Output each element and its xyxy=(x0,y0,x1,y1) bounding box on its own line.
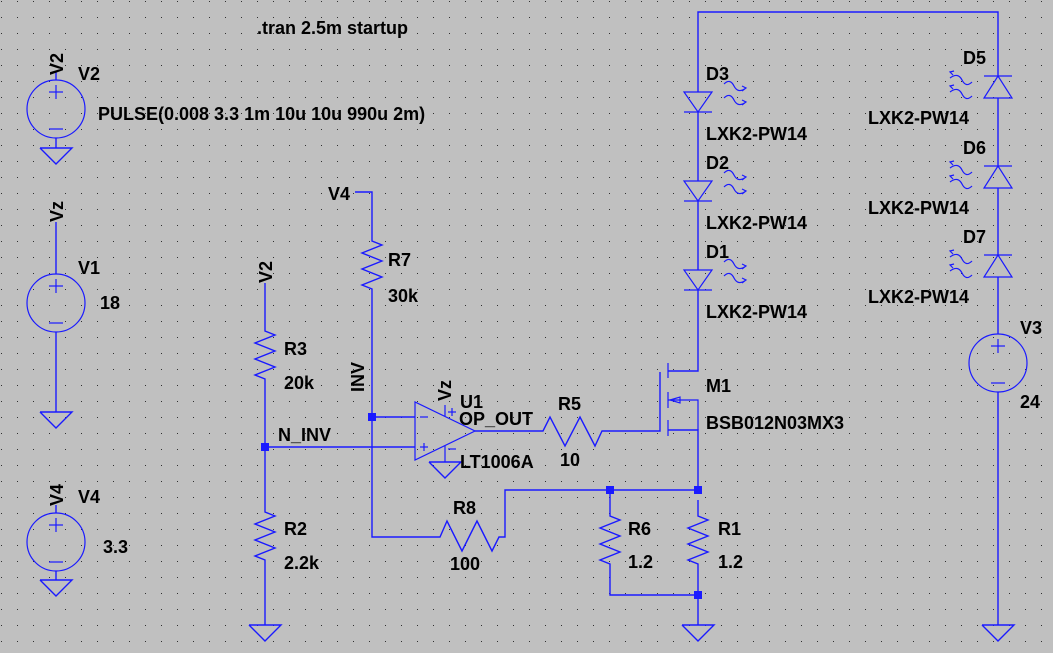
net-label-v4-r7: V4 xyxy=(328,184,350,204)
divider-wires xyxy=(248,283,415,642)
d1-name: D1 xyxy=(706,242,729,262)
v3-name: V3 xyxy=(1020,318,1042,338)
d2-model[interactable]: LXK2-PW14 xyxy=(706,213,807,233)
tran-directive[interactable]: .tran 2.5m startup xyxy=(257,18,408,38)
r2-name: R2 xyxy=(284,519,307,539)
d6-name: D6 xyxy=(963,138,986,158)
led-string xyxy=(683,11,1013,334)
net-label-vz: Vz xyxy=(47,201,67,222)
v2-value[interactable]: PULSE(0.008 3.3 1m 10u 10u 990u 2m) xyxy=(98,104,425,124)
v3-value[interactable]: 24 xyxy=(1020,392,1040,412)
v1-value[interactable]: 18 xyxy=(100,293,120,313)
d3-name: D3 xyxy=(706,64,729,84)
voltage-source-v1[interactable] xyxy=(26,222,86,429)
r2-value[interactable]: 2.2k xyxy=(284,553,320,573)
d6-model[interactable]: LXK2-PW14 xyxy=(868,198,969,218)
junction-node xyxy=(261,443,269,451)
u1-name: U1 xyxy=(460,392,483,412)
junction-node xyxy=(368,413,376,421)
r5-value[interactable]: 10 xyxy=(560,450,580,470)
r1-name: R1 xyxy=(718,519,741,539)
r6-name: R6 xyxy=(628,519,651,539)
r6-value[interactable]: 1.2 xyxy=(628,552,653,572)
r8-name: R8 xyxy=(453,498,476,518)
voltage-source-v2[interactable] xyxy=(26,72,86,165)
d3-model[interactable]: LXK2-PW14 xyxy=(706,124,807,144)
junction-node xyxy=(694,591,702,599)
voltage-source-v3[interactable] xyxy=(968,333,1028,642)
d5-name: D5 xyxy=(963,48,986,68)
r7-name: R7 xyxy=(388,250,411,270)
sense-resistors xyxy=(599,486,715,642)
v4-name: V4 xyxy=(78,487,100,507)
d7-model[interactable]: LXK2-PW14 xyxy=(868,287,969,307)
v2-name: V2 xyxy=(78,64,100,84)
r8-value[interactable]: 100 xyxy=(450,554,480,574)
d7-name: D7 xyxy=(963,227,986,247)
voltage-source-v4[interactable] xyxy=(26,505,86,597)
net-label-n-inv: N_INV xyxy=(278,425,331,445)
net-label-inv: INV xyxy=(348,362,368,392)
m1-name: M1 xyxy=(706,376,731,396)
r3-name: R3 xyxy=(284,339,307,359)
net-label-op-out: OP_OUT xyxy=(459,409,533,429)
r7-value[interactable]: 30k xyxy=(388,286,419,306)
d1-model[interactable]: LXK2-PW14 xyxy=(706,302,807,322)
net-label-v2: V2 xyxy=(47,53,67,75)
r1-value[interactable]: 1.2 xyxy=(718,552,743,572)
mosfet-m1[interactable] xyxy=(667,292,699,490)
net-label-v4: V4 xyxy=(47,484,67,506)
r5-name: R5 xyxy=(558,394,581,414)
net-label-v2-divider: V2 xyxy=(256,261,276,283)
net-label-vz-opamp: Vz xyxy=(435,380,455,401)
v1-name: V1 xyxy=(78,258,100,278)
opamp-u1[interactable] xyxy=(414,401,477,479)
resistor-r5[interactable] xyxy=(475,372,661,448)
r3-value[interactable]: 20k xyxy=(284,373,315,393)
d5-model[interactable]: LXK2-PW14 xyxy=(868,108,969,128)
u1-model[interactable]: LT1006A xyxy=(460,452,534,472)
v4-value[interactable]: 3.3 xyxy=(103,537,128,557)
m1-model[interactable]: BSB012N03MX3 xyxy=(706,413,844,433)
d2-name: D2 xyxy=(706,153,729,173)
resistor-r8[interactable] xyxy=(432,489,698,553)
junction-node xyxy=(694,486,702,494)
